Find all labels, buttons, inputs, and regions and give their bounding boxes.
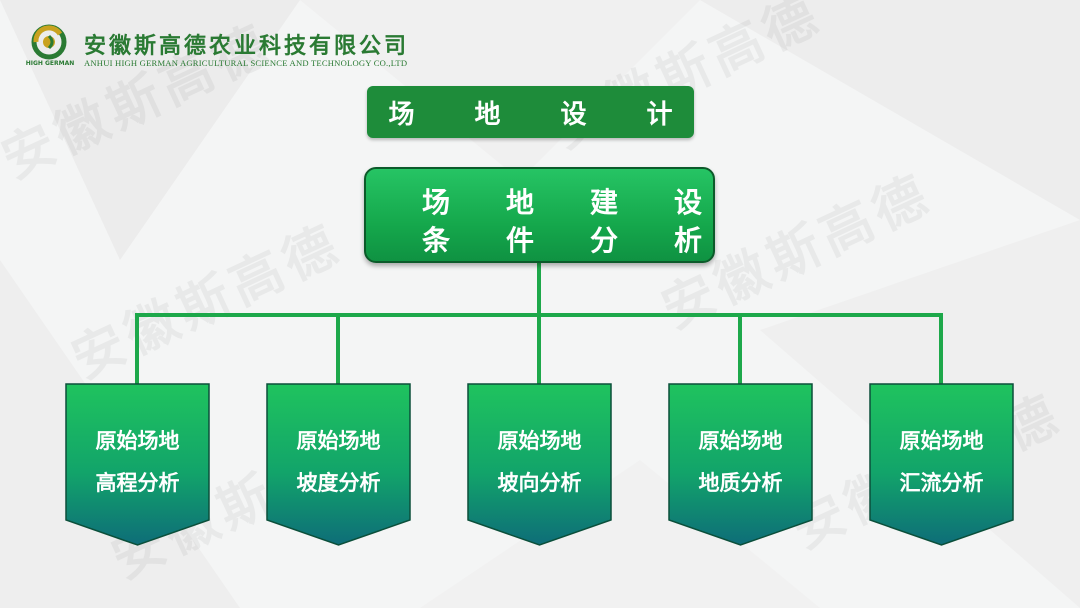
main-node: 场地建设 条件分析 [364,167,715,263]
child-node-shape [869,383,1014,546]
child-node: 原始场地坡度分析 [266,383,411,546]
child-node: 原始场地地质分析 [668,383,813,546]
logo-text: HIGH GERMAN [25,60,75,67]
title-box: 场地设计 [367,86,694,138]
child-node: 原始场地坡向分析 [467,383,612,546]
child-node-line2: 坡向分析 [497,471,582,495]
child-node-line2: 地质分析 [698,471,783,495]
child-node-shape [266,383,411,546]
main-node-line1: 场地建设 [422,186,759,219]
child-node-line2: 坡度分析 [296,471,381,495]
page-title: 场地设计 [388,99,733,130]
child-node-line1: 原始场地 [899,429,984,453]
child-node-line2: 高程分析 [95,471,180,495]
company-header: HIGH GERMAN 安徽斯高德农业科技有限公司 ANHUI HIGH GER… [22,22,482,72]
child-node-shape [65,383,210,546]
company-name-en: ANHUI HIGH GERMAN AGRICULTURAL SCIENCE A… [84,58,408,68]
child-node-line2: 汇流分析 [899,471,984,495]
child-node-line1: 原始场地 [497,429,582,453]
child-node-shape [467,383,612,546]
child-node: 原始场地高程分析 [65,383,210,546]
child-node-line1: 原始场地 [698,429,783,453]
child-node-line1: 原始场地 [95,429,180,453]
main-node-line2: 条件分析 [422,224,759,257]
child-node-shape [668,383,813,546]
company-logo-icon [31,24,67,60]
child-node-line1: 原始场地 [296,429,381,453]
company-name-cn: 安徽斯高德农业科技有限公司 [84,33,410,59]
child-node: 原始场地汇流分析 [869,383,1014,546]
